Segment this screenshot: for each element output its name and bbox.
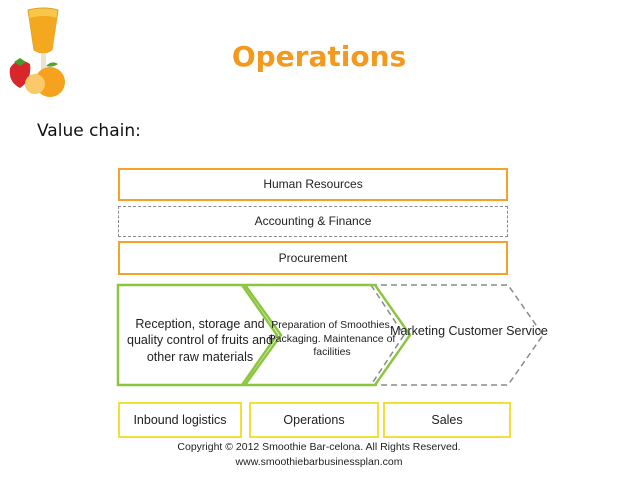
chevron-label-reception: Reception, storage and quality control o… [127,317,273,364]
slide-subtitle: Value chain: [37,121,141,141]
category-sales: Sales [383,402,511,438]
support-bar-accounting-finance: Accounting & Finance [118,206,508,237]
chevron-label-marketing: Marketing Customer Service [390,324,548,338]
footer: Copyright © 2012 Smoothie Bar-celona. Al… [0,440,638,470]
copyright-text: Copyright © 2012 Smoothie Bar-celona. Al… [177,441,461,453]
support-bar-procurement: Procurement [118,241,508,275]
orange-fruit-icon [25,62,65,97]
slide-title: Operations [231,40,407,73]
chevron-marketing [369,284,544,386]
category-inbound-logistics: Inbound logistics [118,402,242,438]
strawberry-icon [9,58,31,88]
chevron-label-preparation: Preparation of Smoothies. Packaging. Mai… [268,319,396,359]
smoothie-logo [9,7,65,97]
support-bar-human-resources: Human Resources [118,168,508,201]
category-operations: Operations [249,402,379,438]
chevron-preparation [242,283,412,387]
chevron-reception [116,283,279,387]
website-text: www.smoothiebarbusinessplan.com [235,456,403,468]
